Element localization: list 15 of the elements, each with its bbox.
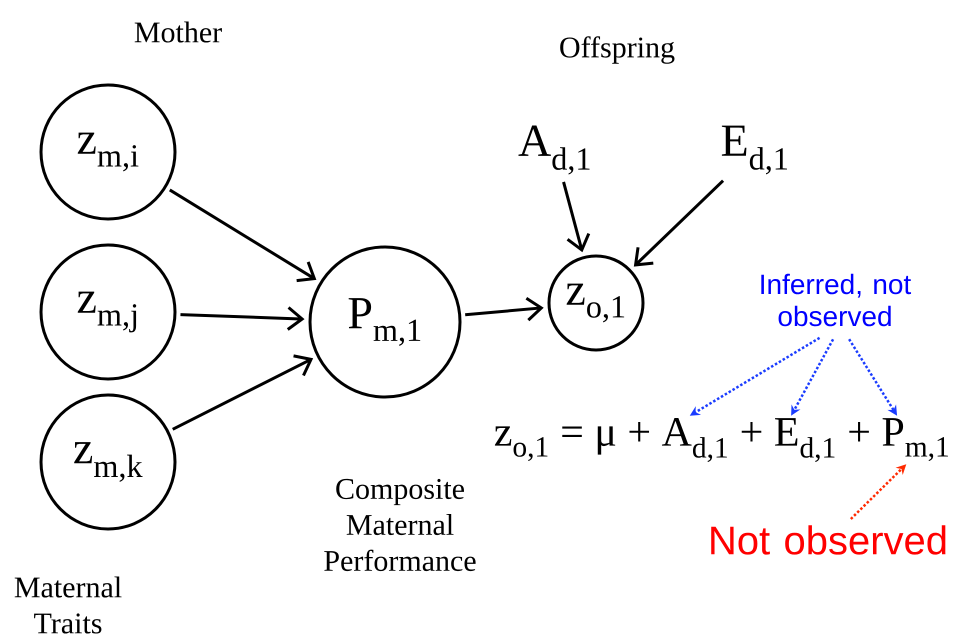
label-text: Mother — [134, 21, 222, 43]
arrow — [465, 296, 544, 322]
arrow — [169, 188, 316, 282]
equation-text: z$_{o,1}$ = μ + A$_{d,1}$ + E$_{d,1}$ + P$_{m,1}$ — [494, 418, 948, 462]
label-text: Offspring — [560, 36, 674, 64]
arrow — [180, 306, 305, 331]
variable-label: E$_{d,1}$ — [722, 126, 787, 174]
label-text: Composite Maternal Performance — [324, 478, 476, 572]
label-text: Maternal Traits — [14, 576, 122, 634]
arrow — [172, 354, 314, 431]
annotation-text: Inferred, not observed — [761, 274, 912, 326]
variable-label: A$_{d,1}$ — [518, 125, 590, 175]
annotation-text: Not observed — [711, 525, 946, 555]
arrow — [634, 180, 724, 267]
arrow — [562, 182, 590, 252]
